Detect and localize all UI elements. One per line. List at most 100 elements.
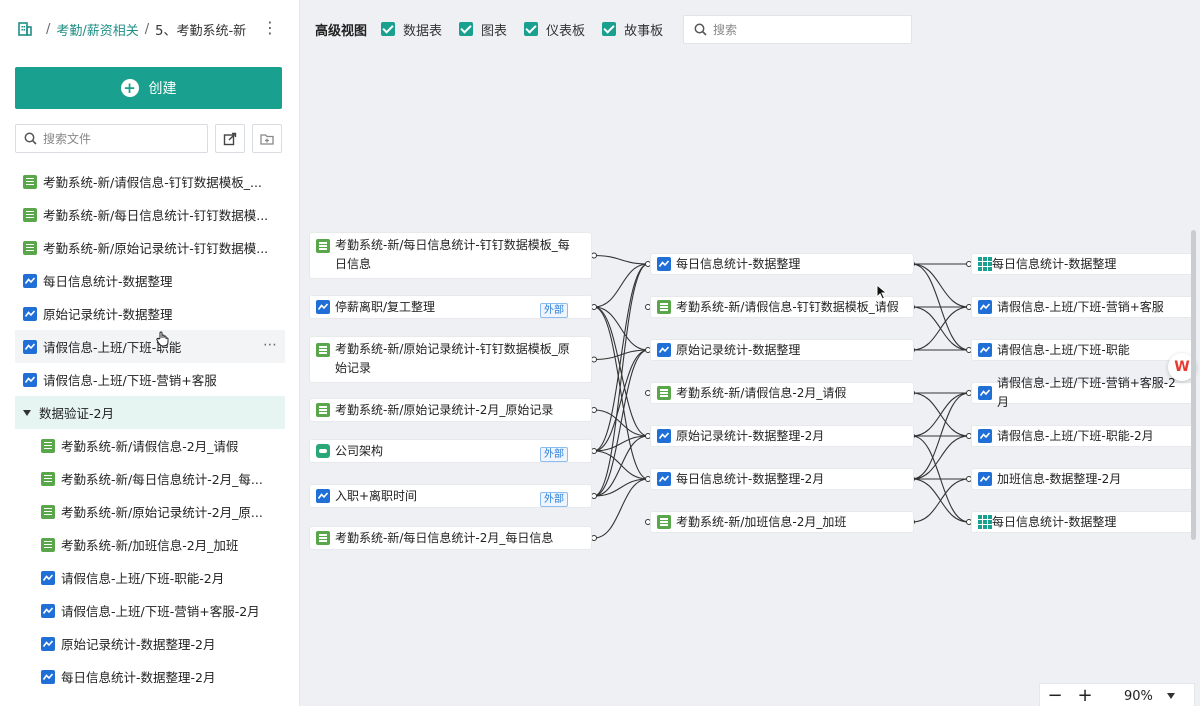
tree-item-label: 原始记录统计-数据整理-2月	[61, 637, 216, 652]
tree-item[interactable]: 考勤系统-新/每日信息统计-钉钉数据模...	[15, 198, 285, 231]
tree-folder[interactable]: 数据验证-2月	[15, 396, 285, 429]
more-vertical-icon[interactable]: ⋮	[262, 18, 278, 37]
graph-node-label: 考勤系统-新/原始记录统计-钉钉数据模板_原始记录	[335, 340, 570, 378]
filter-chart-checkbox[interactable]: 图表	[459, 20, 507, 39]
edge-port	[966, 261, 972, 267]
file-search-input[interactable]	[43, 131, 193, 146]
tree-item[interactable]: 考勤系统-新/请假信息-钉钉数据模板_...	[15, 165, 285, 198]
tree-item[interactable]: 考勤系统-新/加班信息-2月_加班	[15, 528, 285, 561]
graph-node[interactable]: 加班信息-数据整理-2月	[972, 469, 1192, 489]
filter-datatable-checkbox[interactable]: 数据表	[381, 20, 442, 39]
graph-node[interactable]: 考勤系统-新/请假信息-2月_请假	[651, 383, 913, 403]
graph-node-label: 考勤系统-新/加班信息-2月_加班	[676, 514, 847, 529]
lineage-edge	[911, 435, 970, 523]
new-folder-button[interactable]	[252, 124, 282, 153]
filter-dashboard-checkbox[interactable]: 仪表板	[524, 20, 585, 39]
tree-item[interactable]: 原始记录统计-数据整理	[15, 297, 285, 330]
lineage-edge	[593, 450, 649, 480]
create-button[interactable]: + 创建	[15, 67, 282, 109]
dataflow-icon	[657, 429, 671, 443]
graph-node[interactable]: 原始记录统计-数据整理-2月	[651, 426, 913, 446]
lineage-edge	[593, 306, 649, 437]
edge-port	[966, 433, 972, 439]
caret-down-icon[interactable]	[23, 409, 31, 416]
tree-item-label: 考勤系统-新/原始记录统计-钉钉数据模...	[43, 241, 269, 256]
graph-node[interactable]: 考勤系统-新/原始记录统计-钉钉数据模板_原始记录	[310, 337, 591, 382]
lineage-edge	[593, 306, 649, 351]
graph-node[interactable]: 每日信息统计-数据整理-2月	[651, 469, 913, 489]
graph-node[interactable]: 每日信息统计-数据整理	[972, 512, 1192, 532]
tree-item[interactable]: 每日信息统计-数据整理	[15, 264, 285, 297]
canvas-search-box[interactable]	[683, 15, 912, 44]
edge-port	[645, 347, 651, 353]
graph-node-label: 考勤系统-新/每日信息统计-钉钉数据模板_每日信息	[335, 236, 570, 274]
graph-node[interactable]: 考勤系统-新/原始记录统计-2月_原始记录	[310, 399, 591, 421]
tree-item[interactable]: 考勤系统-新/请假信息-2月_请假	[15, 429, 285, 462]
tree-item[interactable]: 请假信息-上班/下班-营销+客服-2月	[15, 594, 285, 627]
canvas-search-input[interactable]	[713, 22, 903, 37]
graph-node[interactable]: 请假信息-上班/下班-营销+客服	[972, 297, 1192, 317]
graph-node-label: 考勤系统-新/原始记录统计-2月_原始记录	[335, 402, 554, 417]
breadcrumb-link-folder[interactable]: 考勤/薪资相关	[56, 23, 139, 39]
graph-node[interactable]: 考勤系统-新/请假信息-钉钉数据模板_请假	[651, 297, 913, 317]
lineage-edge	[593, 478, 649, 539]
tree-item[interactable]: 每日信息统计-数据整理-2月	[15, 660, 285, 693]
building-icon[interactable]	[18, 22, 32, 36]
dataflow-icon	[657, 343, 671, 357]
zoom-out-button[interactable]: −	[1047, 685, 1063, 706]
edge-port	[591, 407, 597, 413]
tree-item[interactable]: 原始记录统计-数据整理-2月	[15, 627, 285, 660]
tree-item[interactable]: 请假信息-上班/下班-职能-2月	[15, 561, 285, 594]
lineage-edge	[911, 306, 970, 351]
tree-item-label: 原始记录统计-数据整理	[43, 307, 173, 322]
zoom-dropdown-caret-icon[interactable]	[1166, 693, 1175, 699]
graph-node[interactable]: 请假信息-上班/下班-职能	[972, 340, 1192, 360]
tree-item[interactable]: 请假信息-上班/下班-营销+客服	[15, 363, 285, 396]
graph-node[interactable]: 考勤系统-新/每日信息统计-钉钉数据模板_每日信息	[310, 233, 591, 278]
lineage-edge	[593, 263, 649, 452]
zoom-level: 90%	[1124, 688, 1153, 704]
lineage-edge	[593, 263, 649, 497]
dataflow-icon	[23, 372, 37, 387]
more-horizontal-icon[interactable]: ⋯	[263, 337, 277, 353]
graph-node-label-line: 始记录	[335, 361, 372, 375]
checkbox-label: 仪表板	[546, 23, 586, 39]
graph-node[interactable]: 停薪离职/复工整理外部	[310, 296, 591, 318]
view-toolbar: 高级视图 数据表 图表 仪表板 故事板	[315, 14, 680, 44]
lineage-edge	[593, 409, 649, 437]
tree-item[interactable]: 请假信息-上班/下班-职能⋯	[15, 330, 285, 363]
lineage-edge	[911, 478, 970, 523]
tree-item[interactable]: 考勤系统-新/原始记录统计-2月_原...	[15, 495, 285, 528]
lineage-edge	[911, 392, 970, 437]
dataflow-icon	[41, 570, 55, 585]
dataflow-icon	[978, 472, 992, 486]
vertical-scrollbar[interactable]	[1191, 230, 1196, 540]
sheet-icon	[23, 207, 37, 222]
lineage-edge	[911, 263, 970, 308]
tree-item-label: 考勤系统-新/加班信息-2月_加班	[61, 538, 239, 553]
graph-node[interactable]: 原始记录统计-数据整理	[651, 340, 913, 360]
lineage-edge	[593, 254, 649, 265]
graph-node[interactable]: 请假信息-上班/下班-营销+客服-2月	[972, 376, 1192, 409]
graph-node[interactable]: 考勤系统-新/每日信息统计-2月_每日信息	[310, 527, 591, 549]
file-search-box[interactable]	[15, 124, 208, 153]
external-badge: 外部	[540, 447, 568, 462]
tree-item[interactable]: 考勤系统-新/原始记录统计-钉钉数据模...	[15, 231, 285, 264]
lineage-edge	[593, 435, 649, 497]
tree-item[interactable]: 考勤系统-新/每日信息统计-2月_每...	[15, 462, 285, 495]
edge-port	[645, 519, 651, 525]
tree-item-label: 请假信息-上班/下班-营销+客服	[43, 373, 217, 388]
lineage-edge	[593, 349, 649, 361]
graph-node[interactable]: 每日信息统计-数据整理	[651, 254, 913, 274]
zoom-in-button[interactable]: +	[1077, 685, 1093, 706]
lineage-edge	[911, 263, 970, 351]
graph-node[interactable]: 每日信息统计-数据整理	[972, 254, 1192, 274]
graph-node[interactable]: 入职+离职时间外部	[310, 485, 591, 507]
graph-node[interactable]: 请假信息-上班/下班-职能-2月	[972, 426, 1192, 446]
graph-node[interactable]: 公司架构外部	[310, 440, 591, 462]
checkbox-checked-icon	[602, 22, 617, 36]
graph-node[interactable]: 考勤系统-新/加班信息-2月_加班	[651, 512, 913, 532]
filter-storyboard-checkbox[interactable]: 故事板	[602, 20, 663, 39]
grid-icon	[978, 515, 992, 529]
new-window-button[interactable]	[215, 124, 245, 153]
